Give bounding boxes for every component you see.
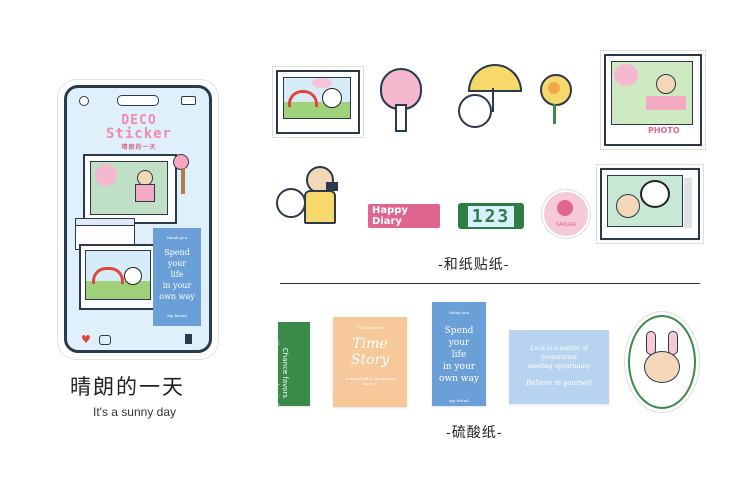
picnic-photo-sticker: PHOTO	[604, 54, 702, 146]
light-card-text-1: Luck is a matter of	[530, 345, 588, 352]
phone-card-bottom: my friend	[167, 313, 187, 318]
status-bar	[77, 94, 199, 106]
puppy-icon	[276, 188, 306, 218]
phone-card-text-1: Spend	[164, 248, 190, 257]
vellum-section-label: -硫酸纸-	[446, 425, 503, 441]
blue-vellum-card: thank you Spend your life in your own wa…	[432, 302, 486, 406]
phone-blue-card: thank you Spend your life in your own wa…	[153, 228, 201, 326]
blue-card-top: thank you	[448, 310, 470, 315]
camera-icon	[79, 96, 89, 106]
washi-section-label: -和纸贴纸-	[438, 257, 510, 273]
number-tag-text: 123	[467, 205, 515, 227]
phone-title-line1: DECO	[121, 113, 157, 128]
phone-title-line2: Sticker	[105, 126, 172, 142]
green-card-line2: the prepared mind	[272, 340, 280, 406]
phone-mockup: DECO Sticker 晴朗的一天 thank you Spend your …	[64, 85, 212, 353]
sakura-badge-sticker: SAKURA	[542, 190, 590, 238]
green-card-line1: Chance favors	[281, 347, 289, 399]
chat-icon	[99, 335, 111, 345]
camera-icon	[326, 182, 338, 191]
peach-card-small2: for you	[362, 381, 378, 386]
bunny-girl-sticker	[628, 315, 696, 409]
phone-panda-photo	[79, 244, 159, 310]
blossom-icon	[557, 200, 573, 216]
girl-panda-photo-sticker	[600, 168, 700, 240]
girl-face-icon	[644, 351, 680, 383]
photo-label: PHOTO	[648, 126, 680, 135]
pink-tree-sticker	[378, 68, 422, 132]
section-divider	[280, 283, 700, 284]
blue-card-text-5: own way	[439, 374, 479, 384]
sakura-text: SAKURA	[555, 222, 577, 228]
light-blue-vellum-card: Luck is a matter of preparation meeting …	[509, 330, 609, 404]
blue-card-text-3: life	[451, 350, 467, 360]
phone-card-top: thank you	[166, 235, 188, 240]
sunflower-sticker	[538, 74, 572, 126]
phone-card-text-5: own way	[159, 292, 195, 301]
panda-icon	[322, 88, 342, 108]
phone-title: DECO Sticker 晴朗的一天	[91, 114, 187, 151]
notch	[117, 95, 159, 106]
battery-icon	[181, 96, 196, 105]
happy-diary-text: Happy Diary	[368, 204, 440, 228]
number-tag-sticker: 123	[458, 203, 524, 229]
peach-card-small: unforgettable memories	[345, 376, 395, 381]
peach-card-script-2: Story	[350, 352, 390, 368]
blue-card-text-2: your	[448, 338, 470, 348]
light-card-text-2: preparation	[541, 354, 577, 361]
tree-trunk	[181, 168, 185, 194]
peach-vellum-card: The Dearest Time Story unforgettable mem…	[333, 317, 407, 407]
phone-photo-card	[83, 154, 177, 224]
bookmark-icon	[185, 334, 192, 344]
girl-icon	[656, 74, 676, 94]
tree-icon	[614, 64, 638, 86]
heart-icon: ♥	[81, 333, 91, 346]
green-vellum-card: Chance favors the prepared mind	[272, 322, 310, 406]
light-card-sign: Believe in yourself	[526, 379, 592, 387]
phone-card-text-2: your	[167, 259, 187, 268]
blue-card-text-4: in your	[442, 362, 476, 372]
bridge-icon	[92, 267, 124, 284]
panda-bridge-photo-sticker	[276, 70, 360, 134]
panda-icon	[640, 180, 670, 208]
phone-subtitle: 晴朗的一天	[121, 144, 157, 151]
peach-card-script-1: Time	[352, 336, 388, 352]
blue-card-text-1: Spend	[444, 326, 474, 336]
tree-icon	[95, 164, 117, 186]
blossom-icon	[312, 78, 332, 88]
puppy-umbrella-sticker	[452, 64, 522, 134]
umbrella-icon	[468, 64, 522, 92]
happy-diary-sticker: Happy Diary	[368, 204, 440, 228]
phone-card-text-3: life	[170, 270, 184, 279]
panda-icon	[124, 267, 142, 285]
puppy-icon	[458, 94, 492, 128]
phone-bottom-bar: ♥	[81, 334, 197, 346]
product-title-cn: 晴朗的一天	[70, 375, 185, 399]
girl-puppy-sticker	[276, 166, 350, 236]
peach-card-top: The Dearest	[357, 325, 383, 330]
phone-card-text-4: in your	[162, 281, 192, 290]
blue-card-bottom: my friend	[449, 398, 469, 403]
product-title-en: It's a sunny day	[93, 405, 177, 419]
light-card-text-3: meeting opportunity	[527, 363, 591, 370]
girl-icon	[616, 194, 640, 218]
bridge-icon	[288, 90, 318, 107]
